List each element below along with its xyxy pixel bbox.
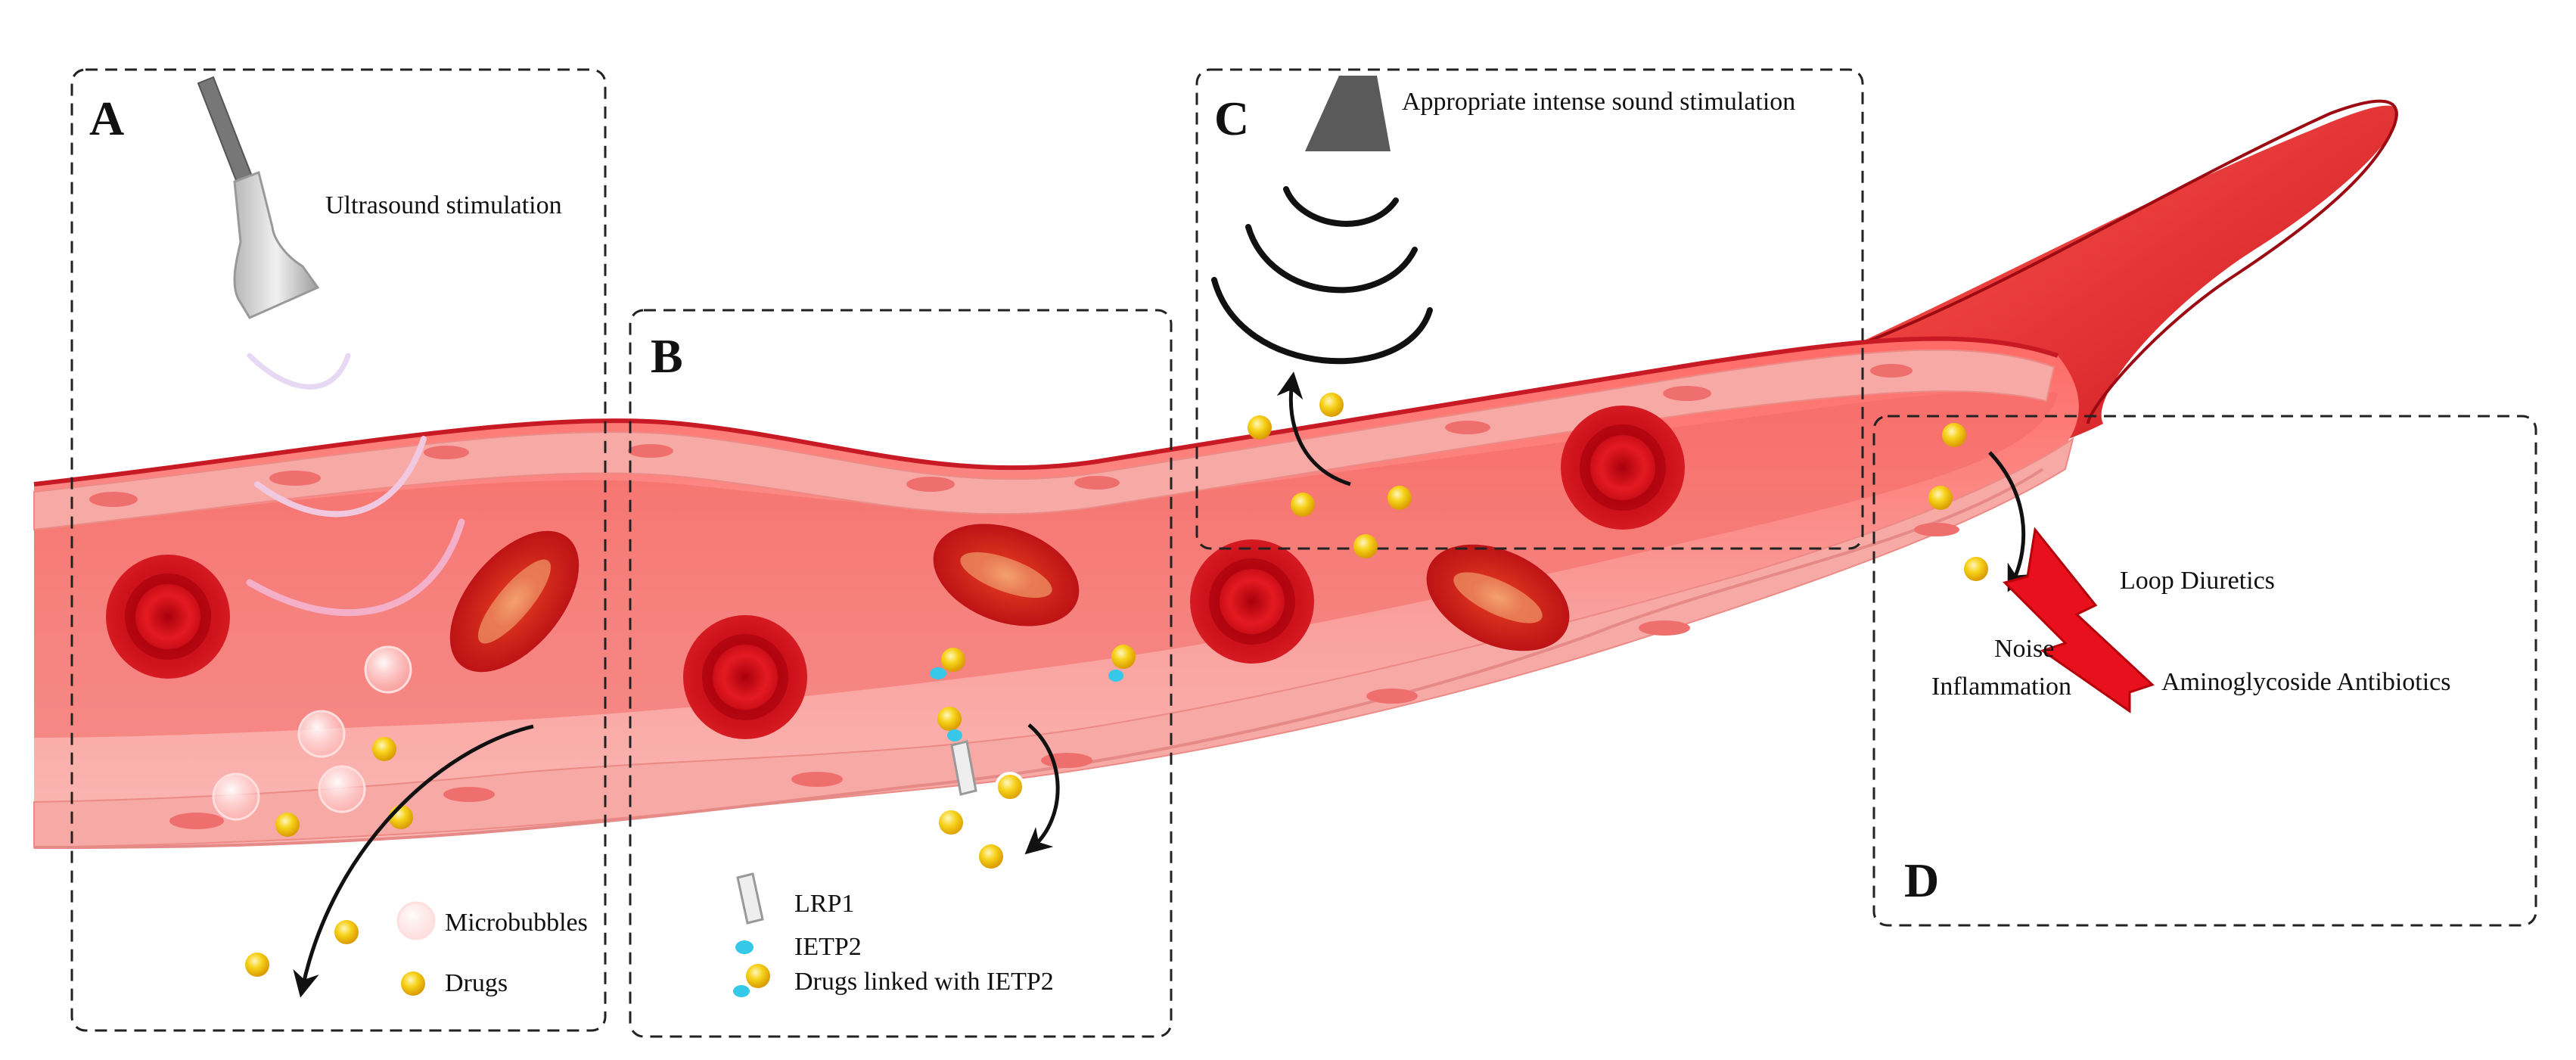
red-blood-cells — [106, 406, 1685, 739]
panel-b-arrow — [1024, 723, 1060, 855]
panel-c-letter: C — [1214, 92, 1249, 145]
vessel-bottom-wall — [33, 468, 2044, 849]
panel-a: A Ultrasound stimulation — [70, 68, 607, 1032]
red-blood-cell — [1561, 406, 1685, 530]
noise-label: Noise — [1994, 635, 2054, 663]
panel-a-frame — [70, 68, 607, 1032]
legend-linked-label: Drugs linked with IETP2 — [794, 968, 1054, 996]
panel-a-letter: A — [89, 92, 124, 145]
panel-b-frame — [629, 309, 1173, 1038]
panel-c-title: Appropriate intense sound stimulation — [1402, 88, 1795, 116]
red-blood-cell — [106, 555, 230, 679]
vessel-end-rim — [1830, 99, 2398, 424]
red-blood-cell — [933, 524, 1080, 626]
drug-particles — [245, 737, 413, 977]
loop-diuretics-label: Loop Diuretics — [2120, 567, 2275, 595]
panel-b-legend: LRP1 IETP2 Drugs linked with IETP2 — [733, 872, 1054, 997]
panel-d-letter: D — [1904, 853, 1939, 907]
panel-d-arrow — [1988, 451, 2032, 592]
microbubbles — [212, 645, 412, 821]
panel-d-frame — [1872, 415, 2537, 927]
legend-microbubble-icon — [396, 901, 436, 940]
speaker-icon — [1305, 76, 1391, 151]
panel-a-title: Ultrasound stimulation — [325, 191, 562, 219]
linked-drugs — [930, 645, 1136, 741]
transported-drugs — [936, 772, 1025, 869]
panel-c: C Appropriate intense sound stimulation — [1195, 68, 1864, 558]
ultrasound-probe-icon — [197, 76, 320, 319]
legend-drugs-label: Drugs — [445, 969, 508, 997]
panel-d: D Loop Diuretics Noise Inflammation Amin… — [1872, 415, 2537, 927]
red-blood-cell — [449, 530, 580, 673]
legend-microbubbles-label: Microbubbles — [445, 909, 588, 937]
vessel-top-wall — [33, 336, 2059, 486]
legend-linked-drug-icon — [733, 964, 770, 997]
ultrasound-waves — [246, 353, 465, 617]
legend-lrp1-icon — [736, 872, 764, 925]
legend-ietp2-label: IETP2 — [794, 933, 862, 961]
red-blood-cell — [1426, 544, 1570, 651]
legend-ietp2-icon — [735, 940, 754, 954]
sound-waves — [1211, 186, 1433, 365]
endothelial-nuclei — [89, 364, 1959, 829]
legend-drug-icon — [401, 971, 425, 996]
panel-b-letter: B — [651, 329, 683, 383]
legend-lrp1-label: LRP1 — [794, 890, 854, 918]
vessel-top-endothelium — [33, 349, 2056, 531]
lightning-bolt-icon — [2003, 527, 2155, 713]
panel-a-arrow — [293, 724, 534, 998]
panel-c-drugs — [1248, 393, 1412, 558]
red-blood-cell — [683, 615, 807, 739]
panel-c-frame — [1195, 68, 1864, 550]
panel-d-drugs — [1928, 423, 1988, 581]
aminoglycoside-label: Aminoglycoside Antibiotics — [2161, 668, 2450, 696]
lrp1-receptor-icon — [950, 740, 977, 796]
panel-c-arrow — [1276, 371, 1351, 486]
panel-a-legend: Microbubbles Drugs — [396, 901, 588, 997]
panel-b: B LRP1 IETP2 Drugs linked with IETP2 — [629, 309, 1173, 1038]
inflammation-label: Inflammation — [1931, 673, 2071, 701]
red-blood-cell — [1190, 539, 1314, 664]
